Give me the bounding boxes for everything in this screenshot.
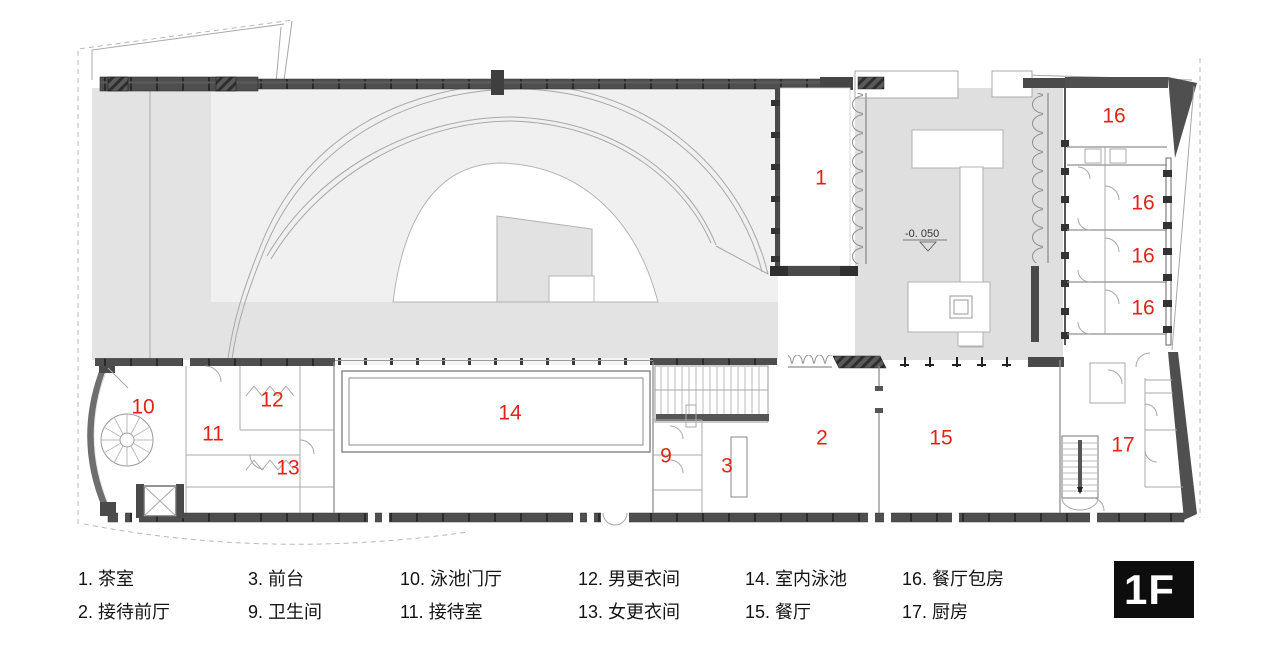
kitchen-partitions xyxy=(1059,352,1183,513)
elevation-marker: -0. 050 xyxy=(903,228,947,252)
legend-item-10: 10. 泳池门厅 xyxy=(400,569,503,589)
room-label-16a: 16 xyxy=(1102,104,1126,128)
room-label-17: 17 xyxy=(1111,433,1135,457)
room-label-10: 10 xyxy=(131,395,155,419)
spiral-staircase xyxy=(100,413,154,467)
courtyard-path xyxy=(907,129,1004,348)
interior-wall-band xyxy=(95,355,1064,369)
courtyard-east-glazing xyxy=(1030,88,1069,345)
room-label-12: 12 xyxy=(260,388,284,412)
legend-item-15: 15. 餐厅 xyxy=(745,602,812,622)
main-stair xyxy=(654,365,769,423)
elevator xyxy=(136,484,184,518)
swimming-pool xyxy=(333,362,654,513)
room-label-3: 3 xyxy=(721,454,733,478)
legend-item-17: 17. 厨房 xyxy=(902,602,969,622)
tea-room-walls xyxy=(770,87,867,276)
legend-item-16: 16. 餐厅包房 xyxy=(902,569,1005,589)
room-label-14: 14 xyxy=(498,401,522,425)
room-label-9: 9 xyxy=(660,444,672,468)
washroom-partitions xyxy=(653,404,703,513)
room-label-1: 1 xyxy=(815,166,827,190)
legend-item-11: 11. 接待室 xyxy=(400,602,483,622)
reception-partitions xyxy=(100,365,334,518)
elevation-value: -0. 050 xyxy=(905,228,939,240)
room-label-13: 13 xyxy=(276,456,300,480)
legend-item-1: 1. 茶室 xyxy=(78,569,135,589)
room-label-16d: 16 xyxy=(1131,296,1155,320)
room-label-11: 11 xyxy=(202,422,224,446)
room-label-16b: 16 xyxy=(1131,191,1155,215)
kitchen-stair xyxy=(1061,435,1099,511)
legend-item-12: 12. 男更衣间 xyxy=(578,569,681,589)
floor-badge: 1F xyxy=(1114,561,1194,618)
legend-item-14: 14. 室内泳池 xyxy=(745,569,848,589)
front-desk xyxy=(730,366,883,513)
room-label-15: 15 xyxy=(929,426,953,450)
perimeter-walls xyxy=(87,70,1197,526)
room-label-2: 2 xyxy=(816,426,828,450)
legend-item-13: 13. 女更衣间 xyxy=(578,602,681,622)
room-label-16c: 16 xyxy=(1131,244,1155,268)
legend-item-3: 3. 前台 xyxy=(248,569,305,589)
legend-item-9: 9. 卫生间 xyxy=(248,602,323,622)
dining-rooms-partitions xyxy=(1067,146,1172,346)
legend-item-2: 2. 接待前厅 xyxy=(78,602,171,622)
